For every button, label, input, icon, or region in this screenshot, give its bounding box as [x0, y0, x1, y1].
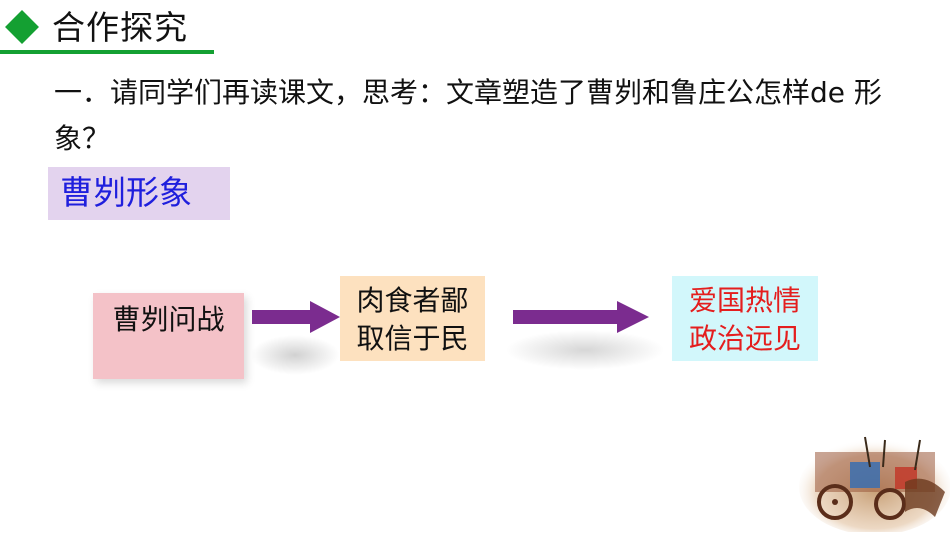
diamond-icon [5, 10, 39, 44]
chariot-battle-illustration [799, 436, 950, 532]
section-label-box: 曹刿形象 [48, 167, 230, 220]
flow-box-conclusion: 爱国热情 政治远见 [672, 276, 818, 361]
slide-header: 合作探究 [0, 6, 215, 54]
slide-title: 合作探究 [52, 8, 188, 47]
flow-box-reason: 肉食者鄙 取信于民 [340, 276, 485, 361]
right-arrow-icon [513, 301, 649, 333]
flow-box-line: 肉食者鄙 [356, 284, 469, 317]
flow-box-line: 取信于民 [356, 322, 469, 355]
flow-box-line: 曹刿问战 [112, 303, 225, 336]
arrow-shadow [250, 335, 340, 375]
arrow-shadow [505, 330, 665, 370]
section-label: 曹刿形象 [60, 173, 192, 212]
flow-box-question: 曹刿问战 [93, 293, 244, 379]
header-underline [0, 50, 214, 54]
right-arrow-icon [252, 301, 340, 333]
flow-box-line: 爱国热情 [688, 284, 801, 317]
flow-box-line: 政治远见 [688, 322, 801, 355]
question-text: 一．请同学们再读课文，思考：文章塑造了曹刿和鲁庄公怎样de 形象？ [54, 76, 882, 155]
